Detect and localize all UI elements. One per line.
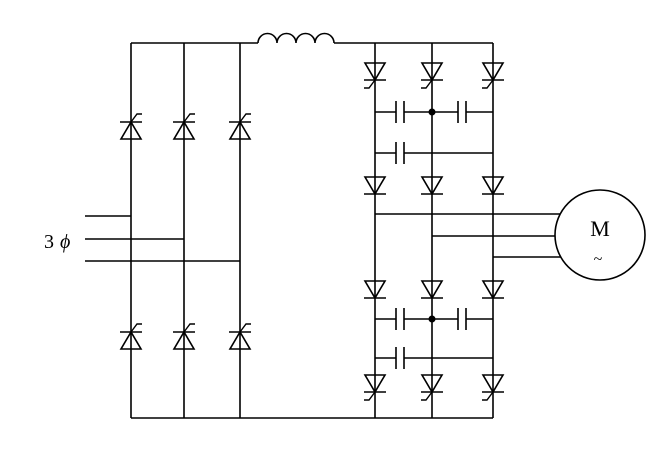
junction-dot-lower — [428, 315, 436, 323]
commutation-capacitor-lower-1 — [395, 307, 405, 331]
commutation-capacitor-lower-2 — [457, 307, 467, 331]
motor-ac-symbol: ~ — [594, 251, 603, 268]
input-label-phase-symbol: ϕ — [60, 231, 70, 253]
motor-symbol — [554, 189, 646, 281]
commutation-capacitor-upper-1 — [395, 100, 405, 124]
commutation-capacitor-lower-3 — [395, 346, 405, 370]
commutation-capacitor-upper-2 — [457, 100, 467, 124]
junction-dot-upper — [428, 108, 436, 116]
input-label-number: 3 — [44, 231, 54, 253]
dc-link-inductor — [257, 32, 335, 44]
commutation-capacitor-upper-3 — [395, 141, 405, 165]
motor-label: M — [590, 216, 610, 241]
